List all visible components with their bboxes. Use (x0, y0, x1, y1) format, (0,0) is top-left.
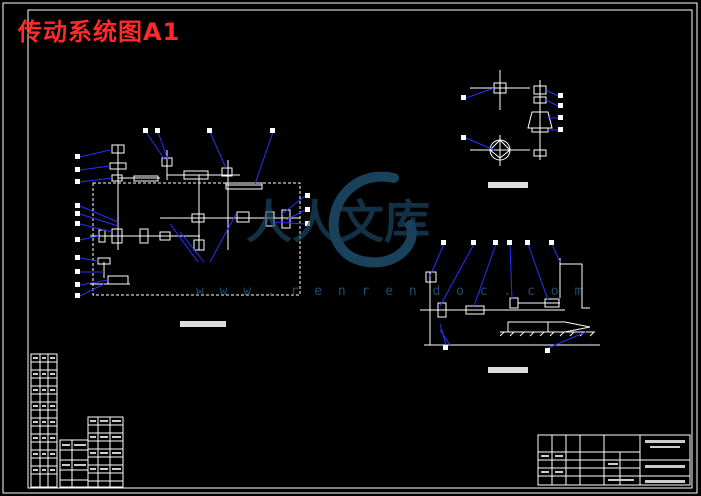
watermark-logo-text: 人人文库 (246, 195, 430, 249)
main-view-leader-tags (75, 128, 310, 298)
feed-view (420, 258, 600, 346)
feed-ground-hatching (499, 331, 595, 337)
main-view-caption-text (180, 321, 226, 327)
parts-list-table (30, 353, 124, 488)
main-transmission-view (90, 144, 301, 296)
spindle-view (470, 70, 553, 166)
feed-view-caption-text (488, 367, 528, 373)
drawing-title: 传动系统图A1 (18, 18, 181, 46)
watermark-url: w w w . r e n r e n d o c . c o m (196, 284, 587, 299)
parts-list-text-marks (33, 357, 121, 471)
title-block (537, 434, 691, 486)
inner-frame (27, 9, 693, 489)
spindle-view-caption-text (488, 182, 528, 188)
spindle-view-leaders (465, 87, 559, 151)
feed-view-leaders (429, 243, 587, 349)
title-block-text-marks (541, 440, 685, 483)
watermark-swoosh-icon (328, 171, 417, 268)
spindle-view-leader-tags (461, 93, 563, 140)
main-view-leaders (79, 131, 306, 297)
housing-dashed-box (92, 182, 301, 296)
watermark-logo: 人人文库 (246, 171, 430, 268)
feed-view-leader-tags (441, 240, 554, 353)
